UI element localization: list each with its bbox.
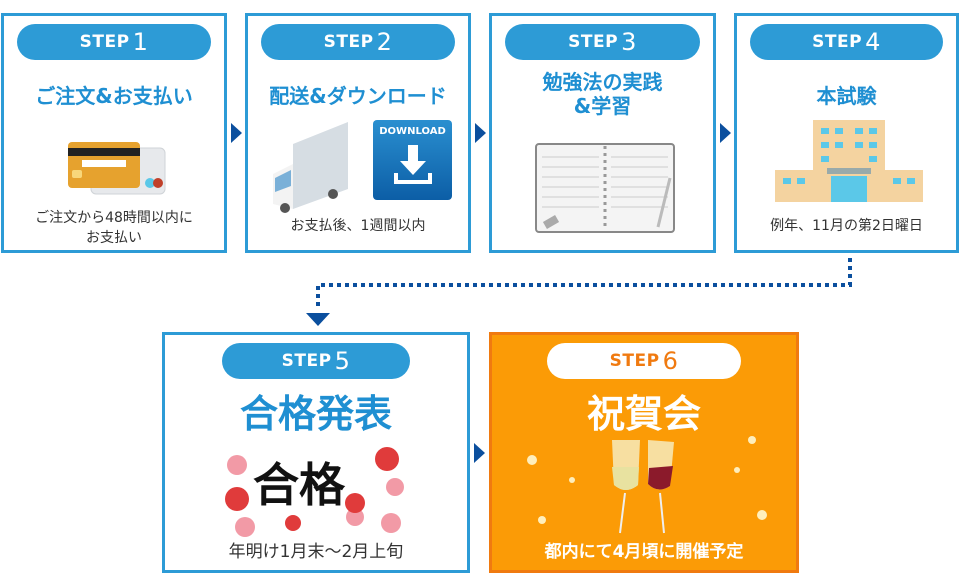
step-number: 3 xyxy=(621,28,637,56)
step-number: 1 xyxy=(132,28,149,56)
step-5-desc: 年明け1月末〜2月上旬 xyxy=(228,542,404,562)
step-label: STEP xyxy=(609,351,660,371)
step-number: 6 xyxy=(662,347,679,375)
wine-glasses-icon xyxy=(527,436,767,534)
download-button-icon: DOWNLOAD xyxy=(373,120,452,200)
notebook-icon xyxy=(535,143,675,233)
pass-stamp-text: 合格 xyxy=(253,458,345,512)
step-1-desc: ご注文から48時間以内に お支払い xyxy=(35,210,193,246)
step-label: STEP xyxy=(281,351,332,371)
step-label: STEP xyxy=(568,32,619,52)
step-6-title: 祝賀会 xyxy=(586,392,701,436)
plum-blossoms-icon xyxy=(225,447,404,537)
step-1-title: ご注文&お支払い xyxy=(35,84,193,108)
step-label: STEP xyxy=(79,32,130,52)
step-5-title: 合格発表 xyxy=(239,392,392,436)
step-2-title: 配送&ダウンロード xyxy=(269,84,447,108)
arrow-down-icon xyxy=(306,313,330,326)
truck-icon xyxy=(273,122,348,213)
arrow-right-icon xyxy=(231,123,242,143)
step-2-desc: お支払後、1週間以内 xyxy=(290,218,426,234)
arrow-right-icon xyxy=(475,123,486,143)
download-arrow-icon xyxy=(393,145,432,184)
step-6-desc: 都内にて4月頃に開催予定 xyxy=(544,542,744,562)
step-label: STEP xyxy=(323,32,374,52)
step-label: STEP xyxy=(812,32,863,52)
step-number: 2 xyxy=(376,28,393,56)
step-4-title: 本試験 xyxy=(816,84,877,108)
step-number: 4 xyxy=(865,28,881,56)
download-label: DOWNLOAD xyxy=(379,126,446,137)
credit-card-icon xyxy=(68,142,166,195)
school-building-icon xyxy=(775,120,923,202)
step-3-title: 勉強法の実践 &学習 xyxy=(542,70,663,118)
step-4-desc: 例年、11月の第2日曜日 xyxy=(770,218,923,234)
arrow-right-icon xyxy=(474,443,485,463)
dotted-connector xyxy=(306,258,852,326)
step-number: 5 xyxy=(334,347,351,375)
arrow-right-icon xyxy=(720,123,731,143)
